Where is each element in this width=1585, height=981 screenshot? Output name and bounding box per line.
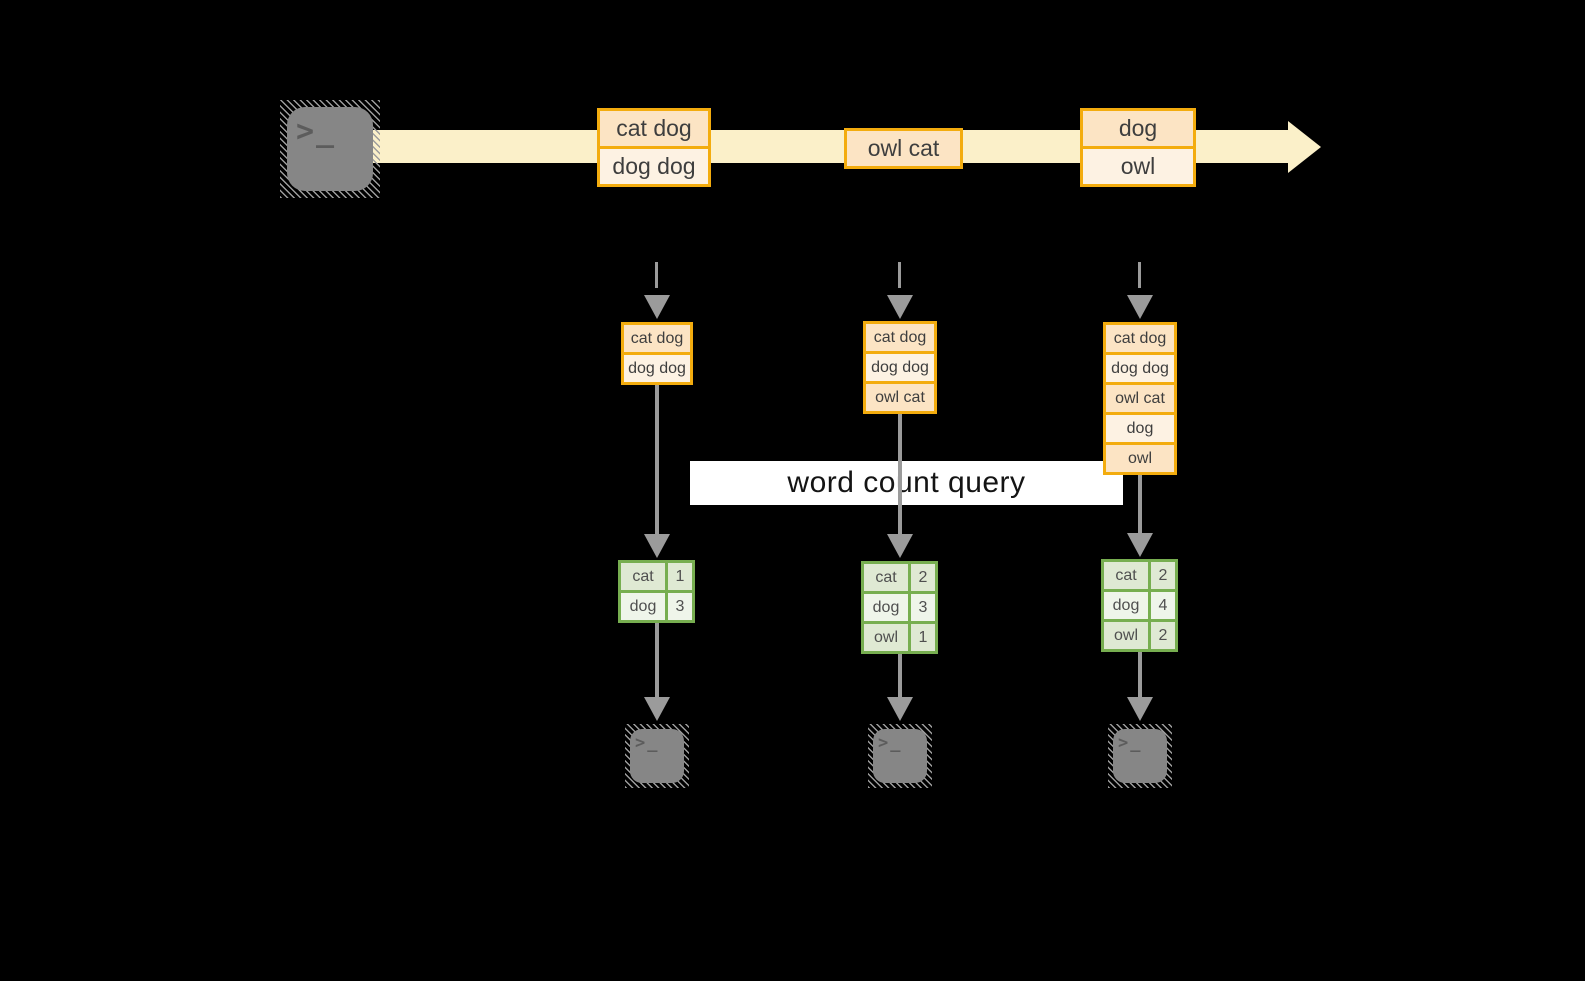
stack-line: cat dog [624,325,690,352]
arrow-down-icon [644,534,670,558]
count-value-cell: 3 [911,594,935,621]
count-value-cell: 1 [911,624,935,651]
count-table-3: cat 2 dog 4 owl 2 [1101,559,1178,652]
arrow-down-icon [1127,697,1153,721]
arrow-down-icon [887,534,913,558]
stack-line: dog dog [866,354,934,381]
stack-line: cat dog [866,324,934,351]
connector-line [898,414,902,536]
dashed-connector [1138,262,1141,288]
arrow-down-icon [887,295,913,319]
terminal-sink-icon: >_ [868,724,932,788]
stream-record-line: cat dog [600,111,708,146]
stream-arrow-head-icon [1288,121,1321,173]
terminal-source-icon: >_ [280,100,380,198]
stack-line: dog dog [624,355,690,382]
arrow-down-icon [1127,295,1153,319]
terminal-sink-icon: >_ [625,724,689,788]
count-table-1: cat 1 dog 3 [618,560,695,623]
stack-line: dog dog [1106,355,1174,382]
count-word-cell: cat [621,563,665,590]
stream-record-line: dog [1083,111,1193,146]
terminal-screen [1113,729,1167,783]
input-stack-1: cat dog dog dog [621,322,693,385]
terminal-prompt-glyph: >_ [1118,733,1143,753]
dashed-connector [898,262,901,288]
stream-record-batch-2: owl cat [844,128,963,169]
count-value-cell: 1 [668,563,692,590]
count-word-cell: dog [621,593,665,620]
arrow-down-icon [644,697,670,721]
count-value-cell: 3 [668,593,692,620]
connector-line [1138,475,1142,536]
arrow-down-icon [887,697,913,721]
terminal-prompt-glyph: >_ [878,733,903,753]
count-word-cell: owl [864,624,908,651]
stream-record-line: owl cat [847,131,960,166]
count-word-cell: cat [1104,562,1148,589]
arrow-down-icon [644,295,670,319]
stack-line: owl [1106,445,1174,472]
stack-line: dog [1106,415,1174,442]
dashed-connector [655,262,658,288]
count-word-cell: cat [864,564,908,591]
terminal-prompt-glyph: >_ [296,114,337,149]
terminal-sink-icon: >_ [1108,724,1172,788]
stream-record-line: dog dog [600,149,708,184]
input-stack-3: cat dog dog dog owl cat dog owl [1103,322,1177,475]
stack-line: owl cat [866,384,934,411]
arrow-down-icon [1127,533,1153,557]
count-value-cell: 2 [911,564,935,591]
stream-record-batch-1: cat dog dog dog [597,108,711,187]
count-word-cell: dog [1104,592,1148,619]
connector-line [1138,652,1142,698]
terminal-screen [630,729,684,783]
terminal-screen [873,729,927,783]
stack-line: owl cat [1106,385,1174,412]
query-label: word count query [690,461,1123,505]
stack-line: cat dog [1106,325,1174,352]
connector-line [898,654,902,698]
count-value-cell: 4 [1151,592,1175,619]
count-word-cell: owl [1104,622,1148,649]
count-value-cell: 2 [1151,562,1175,589]
connector-line [655,623,659,698]
connector-line [655,385,659,536]
stream-record-batch-3: dog owl [1080,108,1196,187]
stream-record-line: owl [1083,149,1193,184]
terminal-prompt-glyph: >_ [635,733,660,753]
terminal-screen [287,107,373,191]
count-table-2: cat 2 dog 3 owl 1 [861,561,938,654]
count-value-cell: 2 [1151,622,1175,649]
count-word-cell: dog [864,594,908,621]
input-stack-2: cat dog dog dog owl cat [863,321,937,414]
